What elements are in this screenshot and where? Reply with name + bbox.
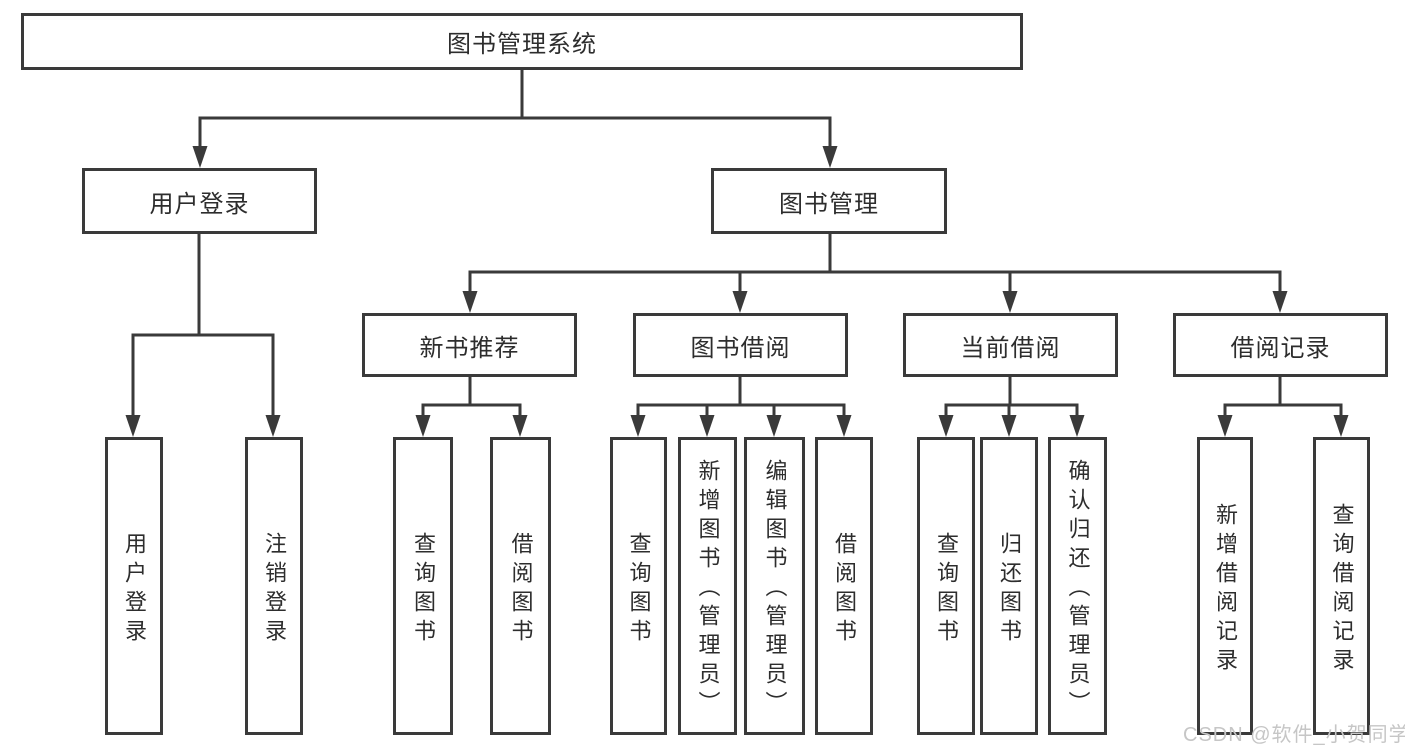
leaf-current-confirm-return-admin-label: 确认归还（管理员） bbox=[1065, 459, 1091, 720]
node-library-system: 图书管理系统 bbox=[21, 13, 1023, 70]
node-user-login-label: 用户登录 bbox=[149, 190, 250, 218]
node-current-borrowing-label: 当前借阅 bbox=[960, 334, 1061, 362]
node-book-borrowing-label: 图书借阅 bbox=[690, 334, 791, 362]
leaf-current-return-books-label: 归还图书 bbox=[997, 531, 1022, 648]
leaf-records-query-record-label: 查询借阅记录 bbox=[1329, 502, 1355, 677]
leaf-borrowing-query-books-label: 查询图书 bbox=[626, 531, 652, 648]
leaf-user-login: 用户登录 bbox=[105, 437, 163, 735]
leaf-records-query-record: 查询借阅记录 bbox=[1313, 437, 1370, 735]
leaf-records-add-record-label: 新增借阅记录 bbox=[1213, 502, 1238, 677]
leaf-recommend-query-books: 查询图书 bbox=[393, 437, 453, 735]
leaf-logout: 注销登录 bbox=[245, 437, 303, 735]
leaf-recommend-borrow-books-label: 借阅图书 bbox=[508, 531, 534, 648]
node-book-management: 图书管理 bbox=[711, 168, 947, 234]
node-book-borrowing: 图书借阅 bbox=[633, 313, 848, 377]
leaf-current-return-books: 归还图书 bbox=[980, 437, 1038, 735]
arrowheads bbox=[125, 146, 1349, 437]
node-borrow-records: 借阅记录 bbox=[1173, 313, 1388, 377]
node-library-system-label: 图书管理系统 bbox=[447, 31, 597, 58]
node-book-management-label: 图书管理 bbox=[779, 190, 879, 218]
leaf-borrowing-query-books: 查询图书 bbox=[610, 437, 667, 735]
leaf-borrowing-borrow-books: 借阅图书 bbox=[815, 437, 873, 735]
node-new-book-recommend: 新书推荐 bbox=[362, 313, 577, 377]
node-current-borrowing: 当前借阅 bbox=[903, 313, 1118, 377]
leaf-current-query-books: 查询图书 bbox=[917, 437, 975, 735]
leaf-borrowing-edit-books-admin-label: 编辑图书（管理员） bbox=[762, 459, 788, 720]
leaf-current-confirm-return-admin: 确认归还（管理员） bbox=[1048, 437, 1107, 735]
leaf-borrowing-borrow-books-label: 借阅图书 bbox=[832, 531, 857, 648]
leaf-records-add-record: 新增借阅记录 bbox=[1197, 437, 1253, 735]
leaf-borrowing-add-books-admin: 新增图书（管理员） bbox=[678, 437, 737, 735]
leaf-recommend-borrow-books: 借阅图书 bbox=[490, 437, 551, 735]
leaf-borrowing-add-books-admin-label: 新增图书（管理员） bbox=[695, 459, 721, 720]
node-borrow-records-label: 借阅记录 bbox=[1230, 334, 1331, 362]
leaf-current-query-books-label: 查询图书 bbox=[934, 531, 959, 648]
leaf-user-login-label: 用户登录 bbox=[122, 531, 147, 648]
node-user-login: 用户登录 bbox=[82, 168, 317, 234]
leaf-recommend-query-books-label: 查询图书 bbox=[411, 531, 436, 648]
node-new-book-recommend-label: 新书推荐 bbox=[419, 334, 520, 362]
leaf-logout-label: 注销登录 bbox=[262, 531, 287, 648]
csdn-watermark: CSDN @软件_小贺同学 bbox=[1183, 724, 1405, 746]
leaf-borrowing-edit-books-admin: 编辑图书（管理员） bbox=[744, 437, 805, 735]
